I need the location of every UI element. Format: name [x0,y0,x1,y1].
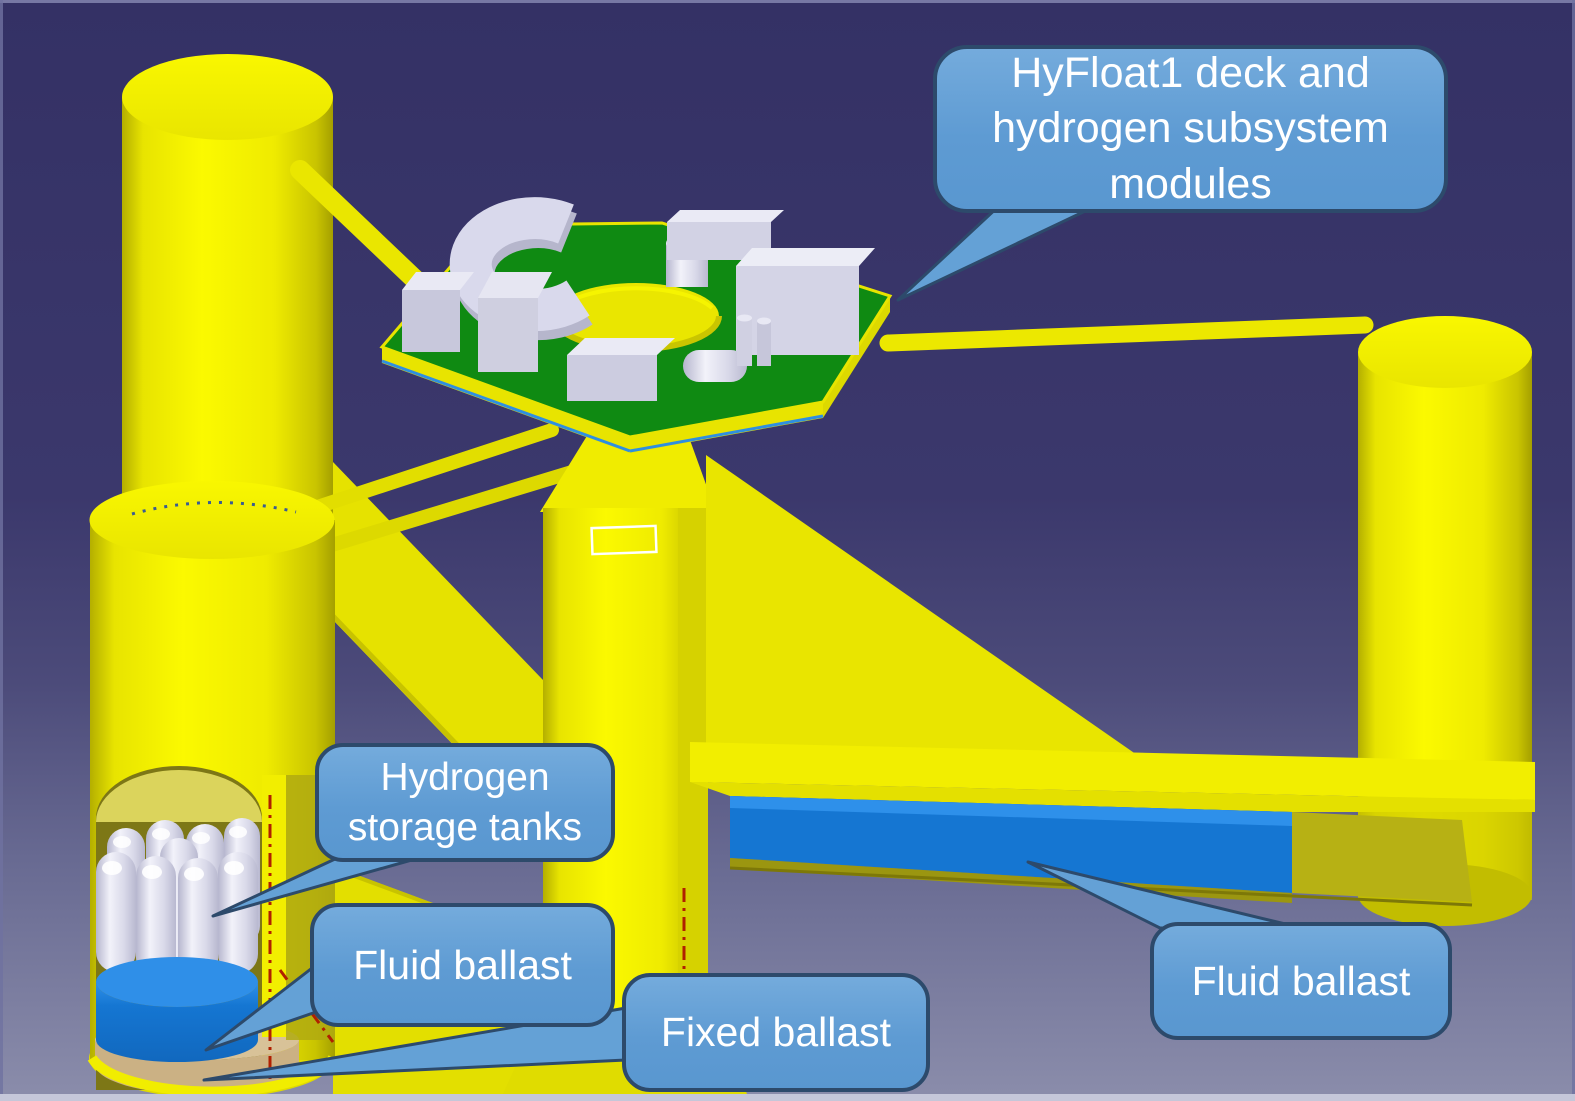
callout-deck-modules: HyFloat1 deck and hydrogen subsystem mod… [933,45,1448,213]
module-box-f [736,248,875,355]
module-arc-building [449,197,590,332]
callout-hydrogen-storage-label: Hydrogen storage tanks [347,755,583,849]
deck [379,197,893,453]
module-box-c [567,338,675,401]
deck-modules [402,197,875,401]
module-box-b [478,272,552,372]
center-column-opening [553,283,719,349]
back-left-column [122,54,333,552]
module-small-cylinders [737,314,771,366]
callout-tails [202,203,1304,1082]
front-left-column [87,481,338,1098]
module-capsule [683,350,747,382]
callout-fixed-ballast-label: Fixed ballast [660,1009,892,1056]
callout-fixed-ballast: Fixed ballast [622,973,930,1092]
brace-tube-right [879,316,1374,352]
module-box-a [402,272,474,352]
callout-fluid-ballast-right-label: Fluid ballast [1191,957,1411,1004]
callout-fluid-ballast-left: Fluid ballast [310,903,615,1027]
fluid-ballast-disc [96,957,258,1062]
access-hatch-outline [590,524,658,556]
hydrogen-storage-tanks [96,818,260,982]
callout-deck-modules-label: HyFloat1 deck and hydrogen subsystem mod… [992,49,1389,208]
callout-fluid-ballast-right: Fluid ballast [1150,922,1452,1040]
callout-hydrogen-storage: Hydrogen storage tanks [315,743,615,862]
callout-fluid-ballast-left-label: Fluid ballast [353,941,572,988]
cross-brace-plate-right [706,455,1140,757]
